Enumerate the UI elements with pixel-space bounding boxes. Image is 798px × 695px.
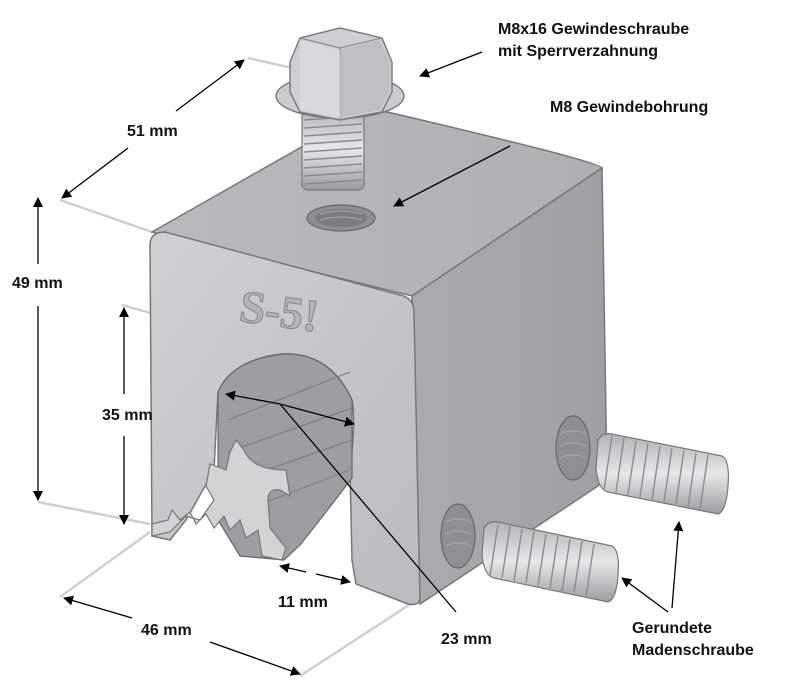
- label-bore: M8 Gewindebohrung: [550, 99, 709, 116]
- set-screw-lower: [481, 521, 619, 603]
- dim-11mm: 11 mm: [278, 594, 328, 611]
- dim-35mm: 35 mm: [102, 407, 153, 424]
- dim-23mm: 23 mm: [441, 631, 492, 648]
- side-bore-lower: [440, 503, 476, 569]
- dimension-arrows: [33, 51, 684, 676]
- dim-51mm: 51 mm: [127, 123, 178, 140]
- brand-logo: S-5!: [237, 280, 323, 342]
- dim-49mm: 49 mm: [12, 275, 63, 292]
- clamp-jaw: [151, 438, 291, 561]
- label-set-screw-line2: Madenschraube: [632, 642, 754, 659]
- bolt-head: [275, 27, 405, 121]
- label-set-screw-line1: Gerundete: [632, 620, 713, 637]
- label-screw-line2: mit Sperrverzahnung: [498, 43, 659, 60]
- dim-46mm: 46 mm: [141, 622, 192, 639]
- label-screw-line1: M8x16 Gewindeschraube: [498, 21, 690, 38]
- set-screw-upper: [595, 433, 729, 515]
- threaded-bore: [306, 204, 376, 232]
- bolt-shank: [301, 107, 365, 191]
- side-bore-upper: [555, 415, 591, 481]
